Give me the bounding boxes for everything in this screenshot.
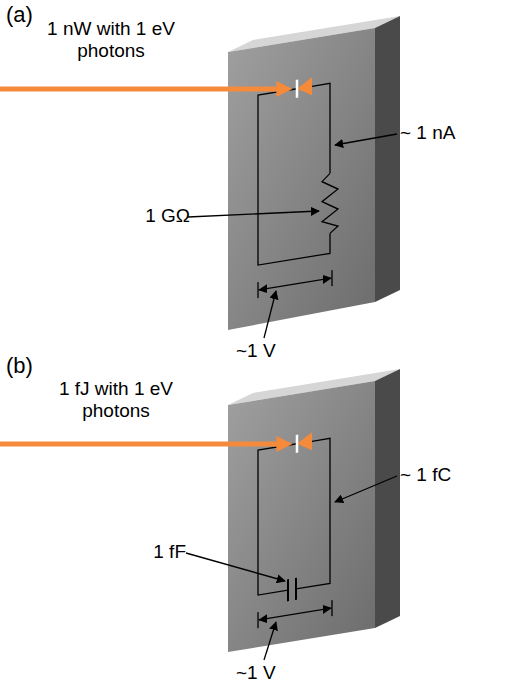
leader-line — [335, 476, 397, 502]
current-label: ~ 1 nA — [400, 122, 505, 144]
charge-label: ~ 1 fC — [400, 464, 505, 486]
wire — [258, 83, 330, 265]
voltage-arrow — [259, 278, 331, 290]
slab-side — [375, 369, 400, 628]
voltage-label: ~1 V — [236, 662, 316, 684]
capacitor-symbol — [287, 579, 289, 601]
leader-line — [188, 211, 319, 217]
bracket-tick — [331, 270, 332, 286]
resistance-label: 1 GΩ — [130, 205, 190, 227]
slab-front — [228, 28, 375, 330]
wire — [296, 438, 330, 589]
capacitance-label: 1 fF — [130, 541, 186, 563]
voltage-label: ~1 V — [236, 340, 316, 362]
bracket-tick — [257, 282, 258, 298]
leader-line — [264, 291, 276, 338]
capacitor-symbol — [295, 578, 297, 600]
light-beam — [0, 87, 286, 92]
diode-bar — [296, 435, 299, 453]
input-note: 1 fJ with 1 eV photons — [36, 378, 196, 422]
diode-bar — [296, 80, 299, 98]
chip-slab — [228, 16, 400, 330]
wire — [312, 83, 330, 176]
leader-line — [264, 622, 276, 660]
circuit — [258, 73, 338, 298]
panel-letter: (b) — [6, 355, 56, 377]
slab-front — [228, 381, 375, 652]
leader-line — [186, 553, 285, 581]
diode-symbol — [297, 77, 312, 97]
slab-side — [375, 16, 400, 302]
diode-symbol — [297, 432, 312, 452]
resistor-symbol — [322, 172, 338, 235]
leader-line — [335, 134, 397, 145]
chip-slab — [228, 369, 400, 652]
bracket-tick — [257, 612, 258, 628]
input-note: 1 nW with 1 eV photons — [36, 18, 186, 62]
light-beam — [0, 442, 286, 447]
circuit — [258, 429, 332, 628]
bracket-tick — [331, 600, 332, 616]
voltage-arrow — [259, 608, 331, 620]
wire — [258, 444, 297, 595]
